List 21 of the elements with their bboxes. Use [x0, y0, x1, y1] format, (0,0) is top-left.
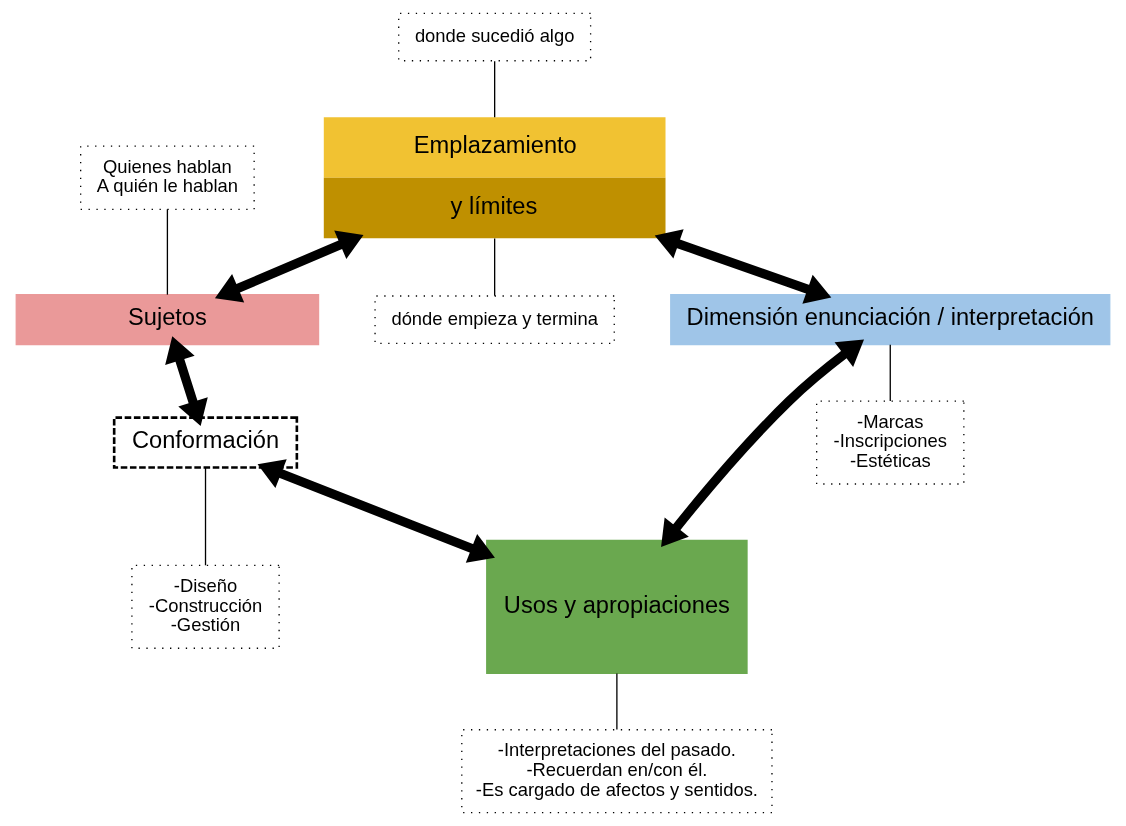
node-box: donde sucedió algo	[398, 12, 592, 62]
arrow	[654, 229, 832, 304]
connector	[204, 467, 207, 566]
node-box: -Interpretaciones del pasado. -Recuerdan en/con él. -Es cargado de afectos y sentidos.	[461, 729, 773, 814]
node-box: Quienes hablan A quién le hablan	[80, 145, 255, 210]
connector	[494, 237, 496, 297]
node-box: Conformación	[112, 416, 299, 469]
node-box: -Diseño -Construcción -Gestión	[131, 564, 280, 649]
node-box: dónde empieza y termina	[374, 295, 615, 344]
connector	[889, 344, 891, 402]
connector	[166, 208, 169, 296]
node-box: -Marcas -Inscripciones -Estéticas	[816, 400, 965, 485]
node-box: Usos y apropiaciones	[486, 539, 748, 674]
arrow	[165, 336, 208, 426]
arrow	[214, 230, 364, 303]
connector	[494, 60, 496, 118]
connector	[616, 672, 618, 731]
arrow	[661, 339, 864, 547]
node-box: Sujetos	[15, 294, 320, 346]
node-box: Dimensión enunciación / interpretación	[670, 294, 1111, 346]
arrow	[257, 459, 495, 563]
